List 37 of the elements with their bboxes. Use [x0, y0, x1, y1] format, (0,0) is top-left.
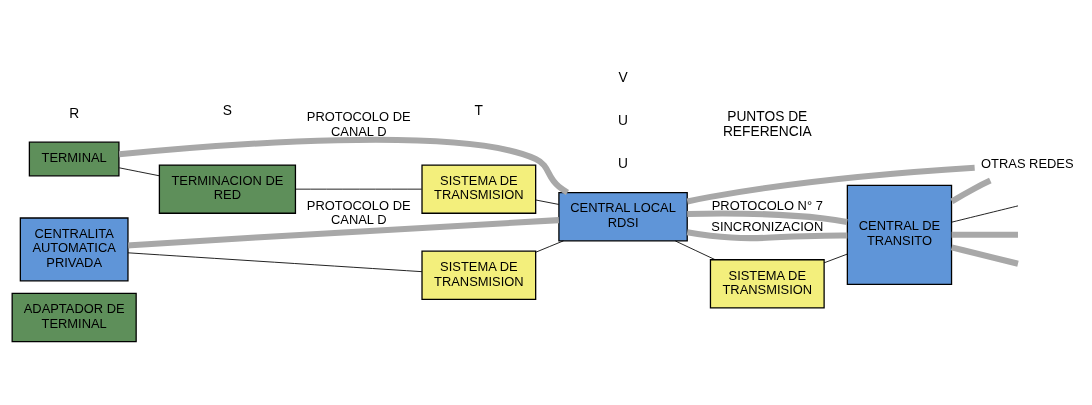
node-box: CENTRAL DE TRANSITO	[846, 184, 953, 285]
connector	[686, 229, 848, 242]
connector	[951, 231, 1018, 238]
connector	[823, 253, 848, 264]
edge-label: PROTOCOLO DE CANAL D	[306, 109, 411, 139]
connector	[535, 199, 560, 205]
node-box: TERMINACION DE RED	[158, 164, 297, 214]
node-text: OTRAS REDES	[981, 156, 1074, 172]
edge-label: PROTOCOLO N° 7	[711, 197, 823, 213]
label: T	[474, 102, 484, 118]
node-box: ADAPTADOR DE TERMINAL	[11, 292, 137, 343]
label: S	[222, 102, 233, 118]
node-box: TERMINAL	[28, 141, 120, 177]
connector	[950, 177, 992, 204]
label: V	[618, 70, 628, 86]
label: U	[618, 156, 629, 172]
edge-label: SINCRONIZACION	[711, 219, 824, 235]
connector	[950, 244, 1019, 267]
node-box: CENTRAL LOCAL RDSI	[558, 191, 688, 242]
connector	[687, 210, 848, 225]
connector	[118, 136, 570, 196]
node-box: CENTRALITA AUTOMATICA PRIVADA	[19, 217, 129, 282]
edge-label: PROTOCOLO DE CANAL D	[306, 197, 411, 228]
connector	[295, 188, 423, 190]
connector	[951, 205, 1019, 223]
connector	[674, 240, 716, 261]
node-box: SISTEMA DE TRANSMISION	[421, 164, 537, 214]
connector	[118, 167, 160, 177]
node-box: SISTEMA DE TRANSMISION	[421, 250, 537, 300]
connector	[535, 240, 564, 253]
connector	[128, 217, 559, 249]
connector	[686, 164, 975, 205]
label: U	[618, 113, 629, 129]
connector	[127, 252, 423, 273]
label: PUNTOS DE REFERENCIA	[722, 108, 812, 140]
label: R	[69, 105, 80, 121]
node-box: SISTEMA DE TRANSMISION	[709, 259, 825, 309]
